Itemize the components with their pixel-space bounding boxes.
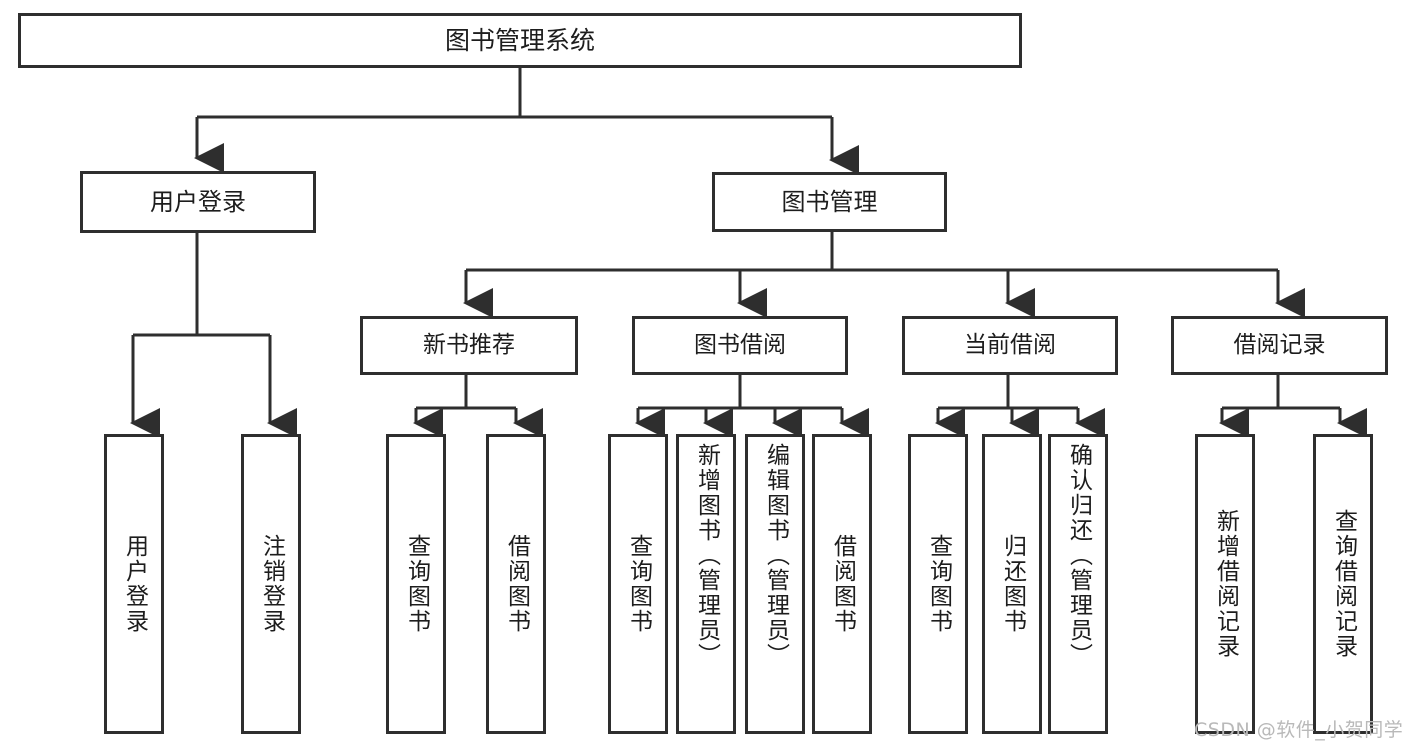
edges-user-login	[130, 233, 297, 438]
node-label: 用户登录	[150, 187, 246, 216]
node-label: 借阅记录	[1233, 331, 1326, 358]
node-borrowing-record[interactable]: 借阅记录	[1171, 316, 1388, 375]
node-label: 新增图书（管理员）	[693, 443, 720, 668]
node-leaf-query-borrow-record[interactable]: 查询借阅记录	[1313, 434, 1373, 734]
edges-root	[194, 67, 859, 175]
node-label: 查询借阅记录	[1330, 509, 1357, 659]
node-label: 查询图书	[625, 534, 652, 634]
node-label: 新增借阅记录	[1212, 509, 1239, 659]
node-leaf-add-borrow-record[interactable]: 新增借阅记录	[1195, 434, 1255, 734]
node-root-book-management-system[interactable]: 图书管理系统	[18, 13, 1022, 68]
node-leaf-borrow-book[interactable]: 借阅图书	[812, 434, 872, 734]
node-label: 借阅图书	[829, 534, 856, 634]
edges-book-manage	[463, 232, 1305, 318]
node-new-book-recommendation[interactable]: 新书推荐	[360, 316, 578, 375]
node-leaf-user-login[interactable]: 用户登录	[104, 434, 164, 734]
node-leaf-return-book[interactable]: 归还图书	[982, 434, 1042, 734]
edges-new-book	[413, 375, 543, 438]
node-current-borrowing[interactable]: 当前借阅	[902, 316, 1118, 375]
node-label: 归还图书	[999, 534, 1026, 634]
node-leaf-query-book-borrow[interactable]: 查询图书	[608, 434, 668, 734]
node-label: 图书管理	[781, 187, 878, 216]
node-leaf-edit-book-admin[interactable]: 编辑图书（管理员）	[745, 434, 805, 734]
node-label: 确认归还（管理员）	[1065, 443, 1092, 668]
node-leaf-add-book-admin[interactable]: 新增图书（管理员）	[676, 434, 736, 734]
edges-borrow-record	[1219, 375, 1367, 438]
node-label: 借阅图书	[503, 534, 530, 634]
node-leaf-borrow-book-recommend[interactable]: 借阅图书	[486, 434, 546, 734]
node-label: 查询图书	[403, 534, 430, 634]
node-label: 图书借阅	[694, 331, 786, 358]
node-label: 注销登录	[258, 534, 285, 634]
edges-current-borrow	[935, 375, 1105, 438]
node-label: 新书推荐	[423, 331, 515, 358]
node-leaf-query-book-recommend[interactable]: 查询图书	[386, 434, 446, 734]
node-leaf-logout[interactable]: 注销登录	[241, 434, 301, 734]
node-book-borrowing[interactable]: 图书借阅	[632, 316, 848, 375]
watermark-csdn: CSDN @软件_小贺同学	[1194, 719, 1404, 741]
node-label: 用户登录	[121, 534, 148, 634]
node-label: 查询图书	[925, 534, 952, 634]
node-label: 当前借阅	[964, 331, 1056, 358]
node-book-management[interactable]: 图书管理	[712, 172, 947, 232]
node-leaf-confirm-return-admin[interactable]: 确认归还（管理员）	[1048, 434, 1108, 734]
node-label: 编辑图书（管理员）	[762, 443, 789, 668]
node-leaf-query-book-current[interactable]: 查询图书	[908, 434, 968, 734]
node-label: 图书管理系统	[444, 25, 595, 55]
node-user-login[interactable]: 用户登录	[80, 171, 316, 233]
edges-book-borrow	[635, 375, 869, 438]
